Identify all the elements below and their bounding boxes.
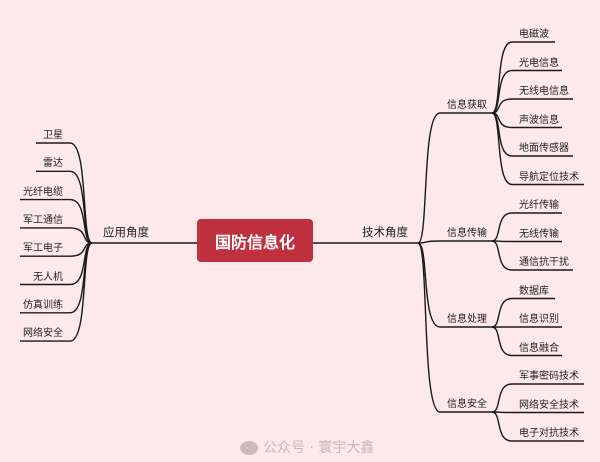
group-node[interactable]: 信息处理: [447, 314, 487, 325]
connector-leaf: [491, 240, 573, 271]
leaf-node[interactable]: 光纤传输: [519, 200, 559, 211]
watermark: 公众号 · 寰宇大鑫: [240, 440, 374, 456]
leaf-node[interactable]: 军事密码技术: [519, 371, 579, 382]
group-node[interactable]: 信息获取: [447, 100, 487, 111]
connector-leaf: [20, 227, 93, 244]
leaf-node[interactable]: 军工电子: [23, 243, 63, 255]
connector-leaf: [491, 212, 562, 242]
leaf-node[interactable]: 网络安全: [23, 328, 63, 340]
leaf-node[interactable]: 无线电信息: [519, 86, 569, 97]
leaf-node[interactable]: 仿真训练: [23, 299, 63, 311]
connector-leaf: [491, 383, 584, 413]
leaf-node[interactable]: 雷达: [43, 158, 63, 170]
leaf-node[interactable]: 地面传感器: [519, 143, 569, 154]
connector-group: [417, 112, 492, 244]
connector-leaf: [491, 411, 584, 442]
leaf-node[interactable]: 卫星: [43, 130, 63, 141]
watermark-text: 公众号 · 寰宇大鑫: [263, 440, 375, 456]
leaf-node[interactable]: 无线传输: [519, 228, 559, 240]
connector-leaf: [491, 98, 573, 114]
connector-leaf: [36, 170, 93, 244]
connector-leaf: [20, 242, 93, 342]
connector-leaf: [491, 112, 584, 186]
connector-leaf: [491, 41, 555, 114]
connector-group: [417, 242, 492, 413]
central-topic[interactable]: 国防信息化: [197, 219, 313, 262]
leaf-node[interactable]: 光电信息: [519, 57, 559, 69]
leaf-node[interactable]: 数据库: [519, 285, 549, 297]
connector-leaf: [491, 326, 562, 357]
group-node[interactable]: 信息安全: [447, 399, 487, 410]
leaf-node[interactable]: 电磁波: [519, 29, 549, 40]
leaf-node[interactable]: 信息融合: [519, 342, 559, 354]
branch-label-application[interactable]: 应用角度: [103, 225, 149, 239]
connector-leaf: [491, 411, 584, 414]
connector-leaf: [491, 69, 562, 114]
leaf-node[interactable]: 光纤电缆: [23, 186, 63, 198]
group-node[interactable]: 信息传输: [447, 228, 487, 239]
branch-label-technology[interactable]: 技术角度: [362, 225, 408, 239]
connector-group: [417, 242, 492, 328]
leaf-node[interactable]: 通信抗干扰: [519, 257, 569, 268]
connector-leaf: [491, 297, 555, 328]
connector-leaf: [491, 240, 562, 243]
leaf-node[interactable]: 网络安全技术: [519, 399, 579, 411]
connector-leaf: [20, 198, 93, 244]
leaf-node[interactable]: 无人机: [33, 271, 63, 283]
leaf-node[interactable]: 军工通信: [23, 214, 63, 226]
leaf-node[interactable]: 电子对抗技术: [519, 428, 579, 439]
leaf-node[interactable]: 导航定位技术: [519, 171, 579, 183]
leaf-node[interactable]: 声波信息: [519, 114, 559, 126]
wechat-icon: [240, 441, 258, 455]
leaf-node[interactable]: 信息识别: [519, 314, 559, 325]
connector-group: [417, 240, 492, 244]
